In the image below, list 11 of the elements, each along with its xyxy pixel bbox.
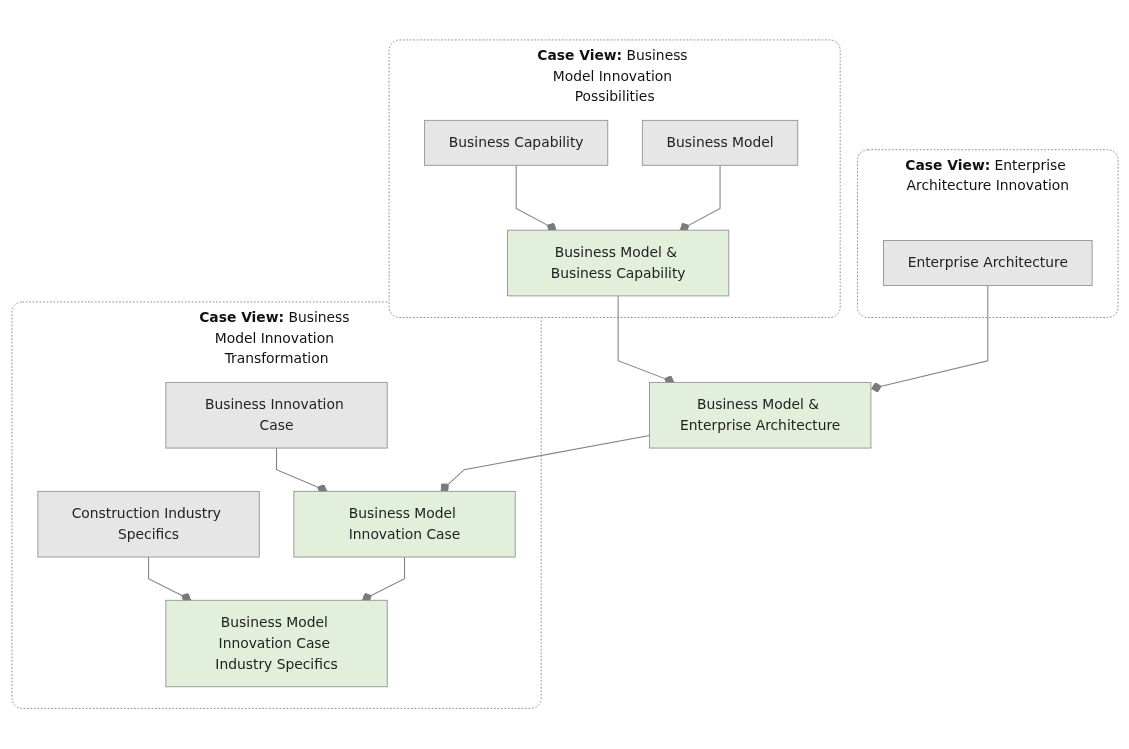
node-box: Business Model <box>641 120 798 167</box>
node-box: Enterprise Architecture <box>882 240 1093 287</box>
node-box: Business Innovation Case <box>164 382 388 449</box>
connector <box>869 285 988 393</box>
node-box: Business Model & Enterprise Architecture <box>648 382 871 449</box>
connector <box>439 435 650 493</box>
node-box: Business Model & Business Capability <box>506 230 729 297</box>
node-box: Business Capability <box>423 120 608 167</box>
node-box: Business Model Innovation Case Industry Specifics <box>164 600 388 688</box>
node-box: Business Model Innovation Case <box>292 491 516 558</box>
node-box: Construction Industry Specifics <box>36 491 260 558</box>
